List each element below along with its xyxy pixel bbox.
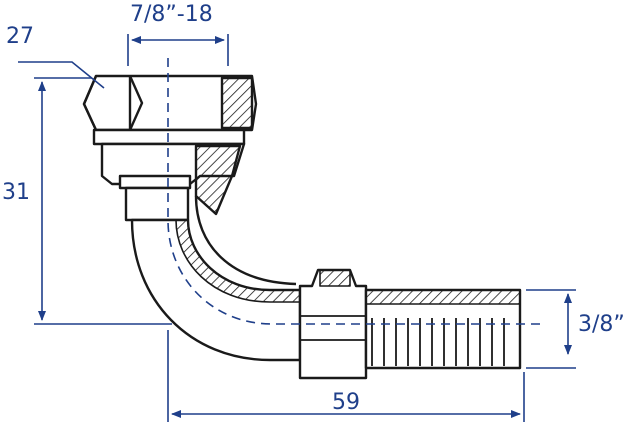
fitting-neck [124,186,190,222]
hose-dimension-label: 3/8” [578,312,625,337]
fitting-body [82,74,522,380]
height-dimension-label: 31 [2,180,30,205]
nut-collar [92,128,246,146]
thread-dimension-label: 7/8”-18 [130,2,213,27]
dimension-lines [18,34,576,422]
length-dimension-label: 59 [332,390,360,415]
ferrule [298,268,368,380]
hex-dimension-label: 27 [6,24,34,49]
elbow-section [175,219,301,303]
hose-barbs [371,318,505,366]
centerlines [167,58,540,325]
nut-section [220,76,254,130]
swivel-section [194,144,242,216]
